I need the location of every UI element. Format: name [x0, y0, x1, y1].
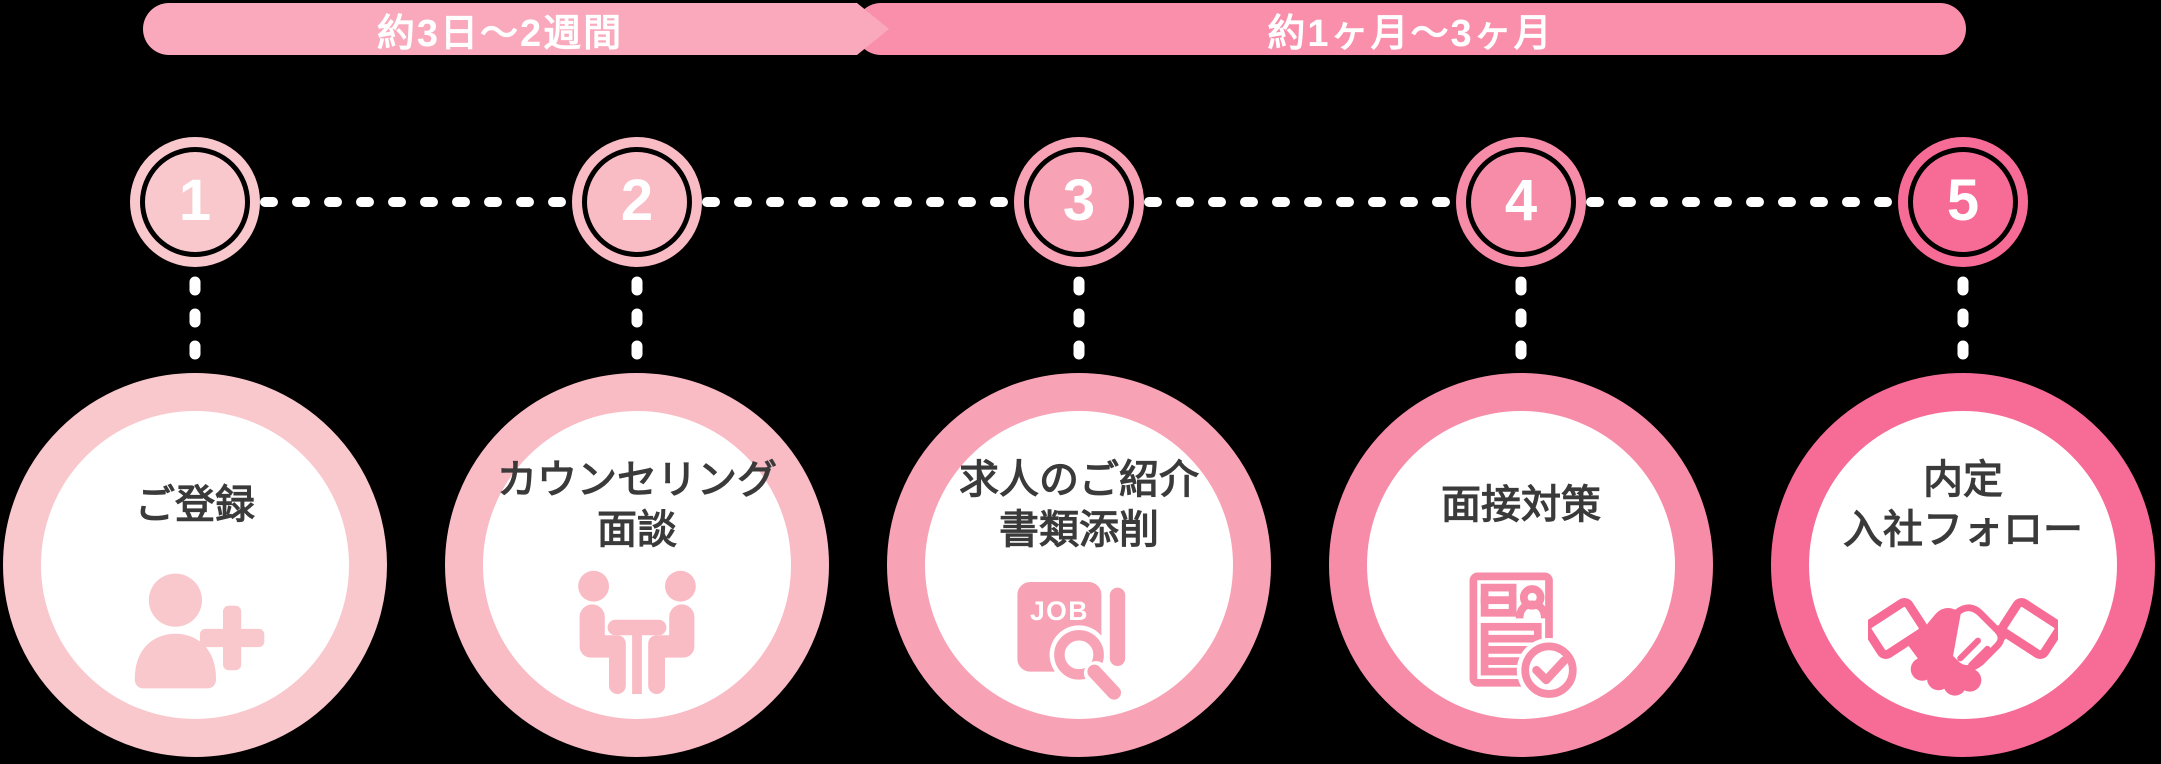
- step-number-circle-inner: 3: [1029, 152, 1129, 252]
- step-detail-circle: カウンセリング面談: [445, 373, 829, 757]
- step-label-line: 入社フォロー: [1843, 508, 2083, 552]
- step-number: 1: [178, 168, 212, 233]
- step-icon-box: [1367, 563, 1675, 713]
- step-label: ご登録: [135, 455, 255, 555]
- step-label: カウンセリング面談: [497, 455, 777, 555]
- step-number: 3: [1062, 168, 1096, 233]
- step-label-line: 面接対策: [1441, 483, 1601, 527]
- job-badge-label: JOB: [1030, 596, 1089, 626]
- step-number-circle: 4: [1456, 137, 1586, 267]
- handshake-icon: [1868, 598, 2058, 696]
- step-detail-circle: 面接対策: [1329, 373, 1713, 757]
- step-number-circle: 5: [1898, 137, 2028, 267]
- step-label-line: 求人のご紹介: [959, 458, 1199, 502]
- step-label-line: 書類添削: [999, 508, 1159, 552]
- duration-banner-short-label: 約3日〜2週間: [376, 12, 624, 55]
- step-detail-circle: ご登録: [3, 373, 387, 757]
- step-icon-box: JOB: [925, 563, 1233, 713]
- step-number: 4: [1504, 168, 1538, 233]
- duration-banner-long-label: 約1ヶ月〜3ヶ月: [1267, 12, 1554, 55]
- step-number: 2: [620, 168, 654, 233]
- step-label-line: ご登録: [135, 483, 255, 527]
- step-label-line: 面談: [597, 508, 677, 552]
- step-detail-circle: 求人のご紹介書類添削 JOB: [887, 373, 1271, 757]
- duration-banner-long: 約1ヶ月〜3ヶ月: [855, 3, 1966, 55]
- step-icon-box: [1809, 563, 2117, 713]
- step-detail-content: 求人のご紹介書類添削 JOB: [925, 411, 1233, 719]
- step-detail-content: ご登録: [41, 411, 349, 719]
- step-label: 面接対策: [1441, 455, 1601, 555]
- step-detail-circle: 内定入社フォロー: [1771, 373, 2155, 757]
- step-icon-box: [41, 563, 349, 713]
- step-number-circle-inner: 1: [145, 152, 245, 252]
- step-detail-content: カウンセリング面談: [483, 411, 791, 719]
- step-number-circle-inner: 2: [587, 152, 687, 252]
- person-add-icon: [134, 573, 265, 689]
- duration-banner-short: 約3日〜2週間: [143, 3, 889, 55]
- step-number-circle: 1: [130, 137, 260, 267]
- step-detail-content: 面接対策: [1367, 411, 1675, 719]
- step-number: 5: [1946, 168, 1980, 233]
- job-search-icon: JOB: [1017, 582, 1128, 706]
- step-detail-content: 内定入社フォロー: [1809, 411, 2117, 719]
- step-label: 内定入社フォロー: [1843, 455, 2083, 555]
- step-number-circle: 2: [572, 137, 702, 267]
- step-icon-box: [483, 563, 791, 713]
- step-number-circle-inner: 4: [1471, 152, 1571, 252]
- step-number-circle: 3: [1014, 137, 1144, 267]
- resume-check-icon: [1469, 572, 1582, 703]
- counseling-icon: [578, 570, 696, 694]
- step-number-circle-inner: 5: [1913, 152, 2013, 252]
- step-label-line: 内定: [1923, 458, 2003, 502]
- step-label-line: カウンセリング: [497, 458, 777, 502]
- step-label: 求人のご紹介書類添削: [959, 455, 1199, 555]
